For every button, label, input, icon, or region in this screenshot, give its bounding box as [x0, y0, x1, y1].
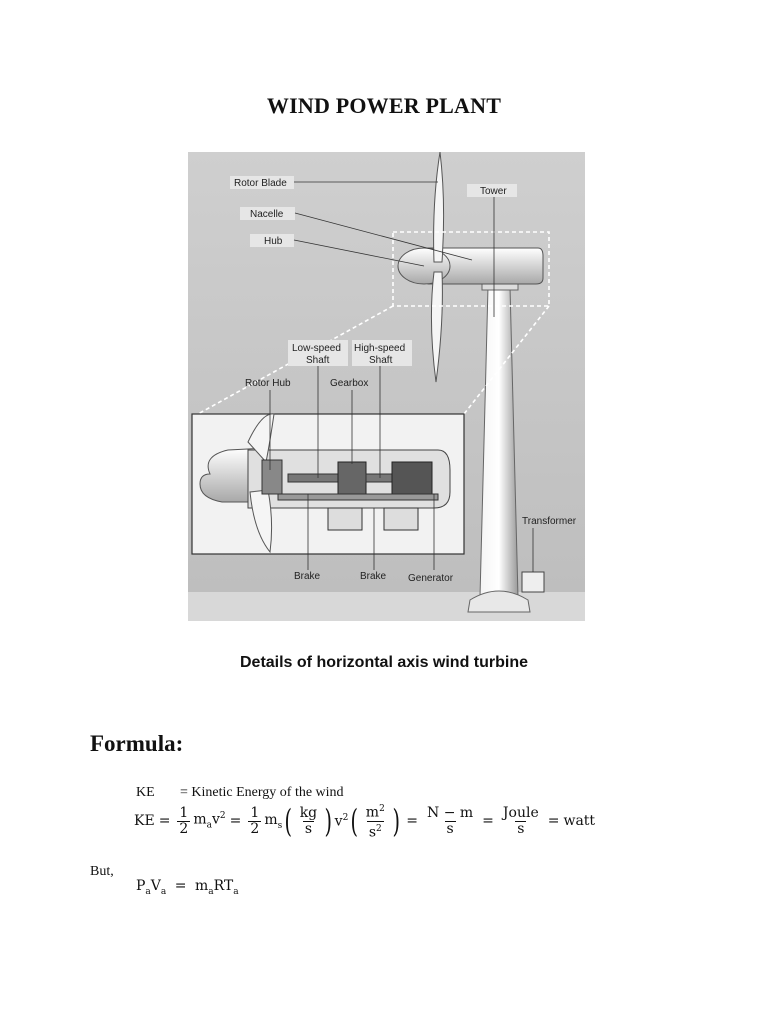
turbine-illustration: Rotor Blade Nacelle Hub Tower Low-speed …	[188, 152, 585, 621]
label-transformer: Transformer	[522, 516, 577, 527]
eq-lhs: KE	[134, 813, 155, 830]
eq-half-num: 1	[179, 804, 189, 821]
label-low-speed-1: Low-speed	[292, 343, 341, 354]
low-speed-shaft-part	[287, 473, 339, 483]
figure-caption: Details of horizontal axis wind turbine	[239, 654, 529, 671]
label-rotor-hub: Rotor Hub	[245, 378, 291, 389]
label-rotor-blade: Rotor Blade	[234, 178, 287, 189]
label-generator: Generator	[408, 573, 454, 584]
label-tower: Tower	[480, 186, 507, 197]
label-hub: Hub	[264, 236, 283, 247]
blade-top	[433, 152, 445, 263]
ke-definition-text: = Kinetic Energy of the wind	[180, 785, 344, 800]
tower-base	[467, 590, 531, 613]
label-brake-1: Brake	[294, 571, 321, 582]
detail-blade-top	[247, 413, 275, 464]
label-high-speed-1: High-speed	[354, 343, 405, 354]
label-high-speed-2: Shaft	[369, 355, 393, 366]
zoom-box	[392, 231, 550, 307]
label-gearbox: Gearbox	[330, 378, 368, 389]
blade-bottom	[430, 271, 443, 383]
label-brake-2: Brake	[360, 571, 387, 582]
label-low-speed-2: Shaft	[306, 355, 330, 366]
nacelle-body	[427, 247, 544, 285]
ke-symbol: KE	[136, 785, 155, 800]
wind-turbine-diagram: Rotor Blade Nacelle Hub Tower Low-speed …	[188, 152, 585, 621]
formula-heading: Formula:	[90, 731, 184, 756]
eq-half-den: 2	[177, 820, 191, 837]
high-speed-shaft-part	[365, 473, 393, 483]
rotor-hub-part	[261, 459, 283, 495]
label-nacelle: Nacelle	[250, 209, 284, 220]
but-text: But,	[90, 864, 114, 879]
eq-watt: watt	[563, 813, 596, 830]
page-title: WIND POWER PLANT	[266, 93, 502, 118]
gearbox-part	[337, 461, 367, 495]
brake-housing-2	[383, 507, 419, 531]
brake-housing-1	[327, 507, 363, 531]
transformer-box	[521, 571, 545, 593]
generator-part	[391, 461, 433, 495]
gas-law-equation: PaVa = maRTa	[136, 878, 239, 897]
detail-blade-bottom	[249, 489, 273, 554]
ke-definition: KE = Kinetic Energy of the wind	[136, 785, 344, 801]
